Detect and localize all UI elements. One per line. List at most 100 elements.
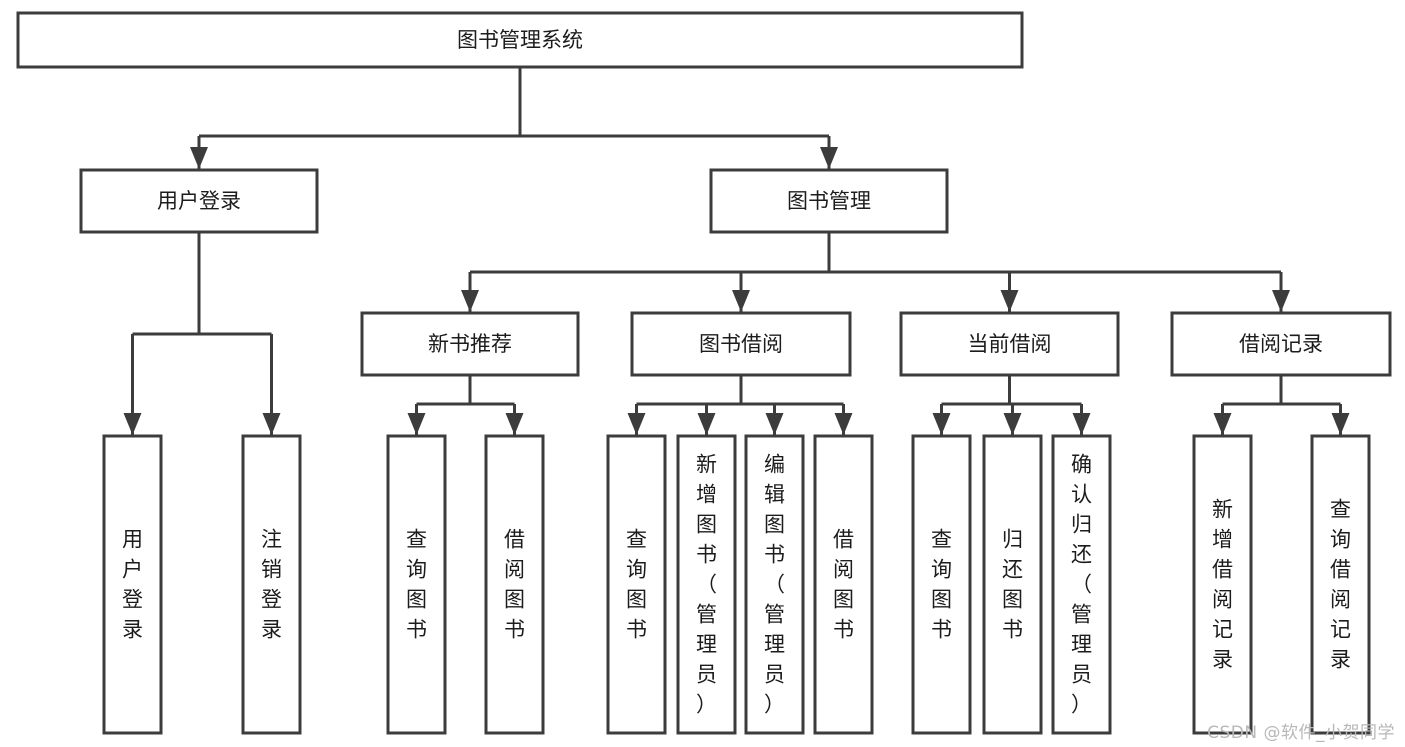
- node-label-root: 图书管理系统: [457, 28, 583, 52]
- node-box-leaf-borrow-book-rec: [484, 434, 545, 735]
- svg-text:阅: 阅: [1330, 588, 1351, 612]
- node-box-leaf-add-borrow-record: [1192, 434, 1253, 735]
- svg-text:（: （: [1071, 573, 1092, 597]
- svg-text:阅: 阅: [1212, 588, 1233, 612]
- svg-text:书: 书: [504, 618, 525, 642]
- svg-text:增: 增: [696, 483, 717, 507]
- arrow-head-icon: [123, 413, 142, 435]
- svg-text:新: 新: [1212, 498, 1233, 522]
- connector-layer: [123, 67, 1350, 435]
- node-new-book-recommend[interactable]: 新书推荐: [360, 311, 580, 377]
- node-book-management[interactable]: 图书管理: [709, 168, 949, 234]
- svg-text:录: 录: [261, 618, 282, 642]
- svg-text:记: 记: [1330, 618, 1351, 642]
- svg-text:管: 管: [696, 603, 717, 627]
- svg-text:书: 书: [833, 618, 854, 642]
- node-root[interactable]: 图书管理系统: [16, 11, 1024, 69]
- svg-text:理: 理: [696, 633, 717, 657]
- svg-text:编: 编: [764, 453, 785, 477]
- arrow-head-icon: [461, 290, 479, 312]
- svg-text:书: 书: [1002, 618, 1023, 642]
- node-label-book-management: 图书管理: [787, 189, 871, 213]
- arrow-head-icon: [1003, 413, 1022, 435]
- arrow-head-icon: [697, 413, 716, 435]
- svg-text:图: 图: [626, 588, 647, 612]
- svg-text:员: 员: [764, 663, 785, 687]
- svg-text:录: 录: [1330, 648, 1351, 672]
- node-box-book-management: [709, 168, 949, 234]
- node-box-borrow-record: [1170, 311, 1392, 377]
- node-user-login[interactable]: 用户登录: [79, 168, 319, 234]
- node-box-current-borrow: [899, 311, 1120, 377]
- node-box-leaf-borrow-book: [813, 434, 874, 735]
- node-box-leaf-return-book: [982, 434, 1043, 735]
- arrow-head-icon: [732, 290, 750, 312]
- svg-text:管: 管: [1071, 603, 1092, 627]
- node-borrow-record[interactable]: 借阅记录: [1170, 311, 1392, 377]
- svg-text:）: ）: [764, 693, 785, 717]
- node-box-leaf-query-borrow-record: [1310, 434, 1371, 735]
- svg-text:书: 书: [931, 618, 952, 642]
- svg-text:管: 管: [764, 603, 785, 627]
- arrow-head-icon: [1331, 413, 1350, 435]
- svg-text:阅: 阅: [833, 558, 854, 582]
- svg-text:图: 图: [931, 588, 952, 612]
- node-box-leaf-user-login: [102, 434, 163, 735]
- svg-text:注: 注: [261, 528, 282, 552]
- arrow-head-icon: [1072, 413, 1091, 435]
- node-current-borrow[interactable]: 当前借阅: [899, 311, 1120, 377]
- svg-text:借: 借: [1212, 558, 1233, 582]
- svg-text:书: 书: [406, 618, 427, 642]
- node-label-borrow-record: 借阅记录: [1239, 332, 1323, 356]
- node-layer: 图书管理系统用户登录图书管理新书推荐图书借阅当前借阅借阅记录用户登录注销登录查询…: [16, 11, 1392, 735]
- svg-text:销: 销: [261, 558, 282, 582]
- svg-text:还: 还: [1071, 543, 1092, 567]
- svg-text:图: 图: [696, 513, 717, 537]
- node-label-leaf-user-login: 用户登录: [122, 528, 143, 642]
- svg-text:借: 借: [1330, 558, 1351, 582]
- node-box-leaf-query-book-borrow: [606, 434, 667, 735]
- svg-text:书: 书: [764, 543, 785, 567]
- svg-text:查: 查: [626, 528, 647, 552]
- arrow-head-icon: [505, 413, 524, 435]
- svg-text:认: 认: [1071, 483, 1092, 507]
- svg-text:询: 询: [626, 558, 647, 582]
- svg-text:录: 录: [122, 618, 143, 642]
- node-leaf-user-login[interactable]: 用户登录: [102, 434, 163, 735]
- node-box-root: [16, 11, 1024, 69]
- arrow-head-icon: [627, 413, 646, 435]
- node-box-leaf-confirm-return-admin: [1051, 434, 1112, 735]
- svg-text:归: 归: [1002, 528, 1023, 552]
- node-box-leaf-query-book-current: [911, 434, 972, 735]
- svg-text:）: ）: [696, 693, 717, 717]
- arrow-head-icon: [190, 147, 208, 169]
- node-book-borrow[interactable]: 图书借阅: [630, 311, 852, 377]
- svg-text:员: 员: [696, 663, 717, 687]
- svg-text:登: 登: [122, 588, 143, 612]
- arrow-head-icon: [1213, 413, 1232, 435]
- svg-text:图: 图: [406, 588, 427, 612]
- arrow-head-icon: [834, 413, 853, 435]
